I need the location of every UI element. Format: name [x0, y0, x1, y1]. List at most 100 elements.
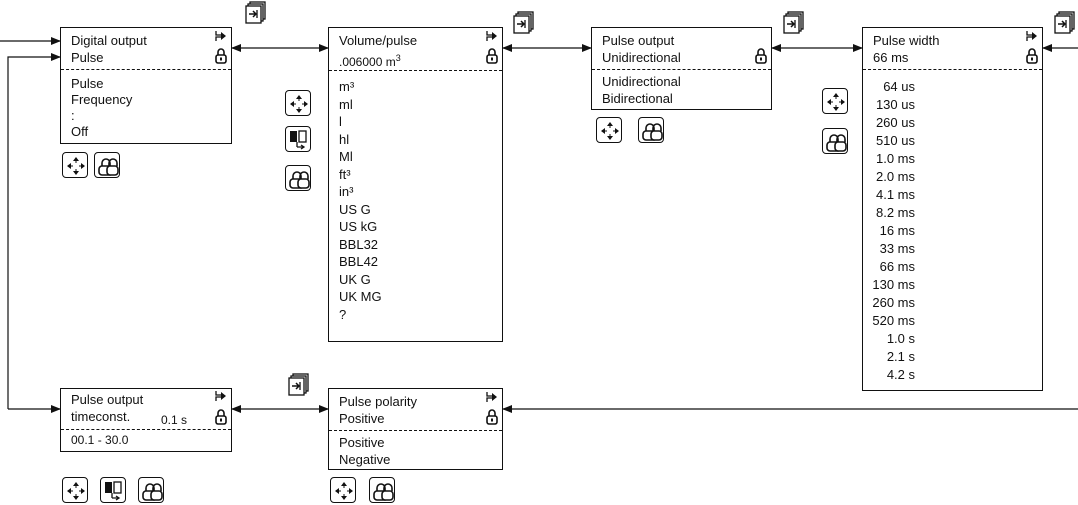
lock-icon — [826, 134, 847, 152]
arrows-button[interactable] — [285, 90, 311, 116]
option-item[interactable]: 16 ms — [879, 223, 915, 238]
option-item[interactable]: Off — [71, 124, 89, 139]
option-item[interactable]: 130 us — [875, 97, 915, 112]
digital-output-box: Digital output Pulse Pulse Frequency : O… — [60, 27, 232, 144]
option-item[interactable]: UK G — [339, 271, 371, 287]
goto-button[interactable] — [288, 373, 310, 397]
option-item[interactable]: 33 ms — [879, 241, 915, 256]
option-item[interactable]: ml — [339, 96, 353, 112]
option-item[interactable]: 1.0 ms — [875, 151, 915, 166]
option-item[interactable]: l — [339, 114, 342, 129]
box-title: Pulse width — [873, 33, 940, 48]
option-item[interactable]: 8.2 ms — [875, 205, 915, 220]
option-item[interactable]: 4.2 s — [886, 367, 915, 382]
box-current-value: Unidirectional — [602, 50, 681, 65]
divider — [61, 429, 231, 430]
next-level-icon — [215, 31, 226, 41]
box-current-value: .006000 m3 — [339, 53, 401, 69]
pulse-output-direction-box: Pulse output Unidirectional Unidirection… — [591, 27, 772, 110]
divider — [863, 69, 1042, 70]
lock-icon — [1026, 48, 1038, 64]
lock-button[interactable] — [822, 128, 848, 154]
lock-icon — [486, 409, 498, 425]
lock-icon — [215, 48, 227, 64]
goto-button[interactable] — [245, 1, 266, 25]
four-arrows-navigate-icon — [67, 482, 85, 500]
lock-button[interactable] — [638, 117, 664, 143]
option-item[interactable]: BBL42 — [339, 254, 379, 269]
option-item[interactable]: 260 ms — [872, 295, 915, 310]
edit-value-icon — [290, 130, 307, 150]
option-item[interactable]: hl — [339, 131, 350, 147]
option-item[interactable]: 2.1 s — [886, 349, 915, 364]
volume-pulse-box: Volume/pulse .006000 m3 m³ ml l hl Ml ft… — [328, 27, 503, 342]
option-item[interactable]: 130 ms — [872, 277, 915, 292]
option-item[interactable]: Ml — [339, 149, 353, 164]
goto-button[interactable] — [513, 11, 535, 35]
goto-button[interactable] — [783, 11, 805, 35]
option-item[interactable]: m³ — [339, 79, 355, 94]
lock-icon — [755, 48, 767, 64]
lock-icon — [142, 483, 163, 501]
option-item[interactable]: Positive — [339, 435, 385, 450]
option-item[interactable]: 520 ms — [872, 313, 915, 328]
box-title: Volume/pulse — [339, 33, 418, 48]
value-range: 00.1 - 30.0 — [71, 433, 129, 447]
box-title: Digital output — [71, 33, 147, 48]
box-title: Pulse output — [602, 33, 675, 48]
lock-button[interactable] — [285, 165, 311, 191]
arrows-button[interactable] — [596, 117, 622, 143]
option-item[interactable]: ft³ — [339, 166, 351, 182]
goto-button[interactable] — [1054, 11, 1076, 35]
arrows-button[interactable] — [62, 477, 88, 503]
option-item[interactable]: Unidirectional — [602, 74, 681, 89]
arrows-button[interactable] — [822, 88, 848, 114]
option-item[interactable]: UK MG — [339, 289, 382, 304]
lock-icon — [642, 123, 663, 141]
lock-icon — [215, 409, 227, 425]
option-item[interactable]: 1.0 s — [886, 331, 915, 346]
box-title: Pulse polarity — [339, 394, 418, 409]
option-list: Positive Negative — [339, 434, 390, 468]
arrows-button[interactable] — [330, 477, 356, 503]
edit-value-icon — [105, 481, 122, 501]
option-item[interactable]: 4.1 ms — [875, 187, 915, 202]
option-item[interactable]: 510 us — [875, 133, 915, 148]
option-item[interactable]: Pulse — [71, 76, 104, 91]
four-arrows-navigate-icon — [290, 95, 308, 113]
arrows-button[interactable] — [62, 152, 88, 178]
edit-button[interactable] — [100, 477, 126, 503]
option-item[interactable]: 260 us — [875, 115, 915, 130]
lock-button[interactable] — [369, 477, 395, 503]
option-item[interactable]: US G — [339, 201, 371, 217]
option-item[interactable]: in³ — [339, 184, 354, 199]
lock-button[interactable] — [94, 152, 120, 178]
option-item[interactable]: 64 us — [883, 79, 915, 94]
lock-button[interactable] — [138, 477, 164, 503]
option-item[interactable]: 2.0 ms — [875, 169, 915, 184]
divider — [329, 430, 502, 431]
option-item[interactable]: ? — [339, 306, 347, 322]
return-line-left — [7, 53, 61, 409]
goto-menu-icon — [513, 11, 534, 34]
option-item[interactable]: : — [71, 108, 75, 123]
four-arrows-navigate-icon — [601, 122, 619, 140]
edit-button[interactable] — [285, 126, 311, 152]
box-current-value: Pulse — [71, 50, 104, 65]
option-item[interactable]: 66 ms — [879, 259, 915, 274]
goto-menu-icon — [783, 11, 804, 34]
option-item[interactable]: Negative — [339, 452, 391, 467]
option-item[interactable]: Bidirectional — [602, 91, 673, 106]
unit-option-list: m³ ml l hl Ml ft³ in³ US G US kG BBL32 B… — [339, 78, 382, 323]
option-item[interactable]: US kG — [339, 219, 378, 234]
option-item[interactable]: Frequency — [71, 92, 133, 107]
box-subtitle: timeconst. — [71, 409, 131, 424]
pulse-polarity-box: Pulse polarity Positive Positive Negativ… — [328, 388, 503, 470]
divider — [329, 70, 502, 71]
goto-menu-icon — [288, 373, 309, 396]
option-item[interactable]: BBL32 — [339, 236, 379, 252]
pulse-timeconst-box: Pulse output timeconst. 0.1 s 00.1 - 30.… — [60, 388, 232, 452]
next-level-icon — [1026, 31, 1037, 41]
